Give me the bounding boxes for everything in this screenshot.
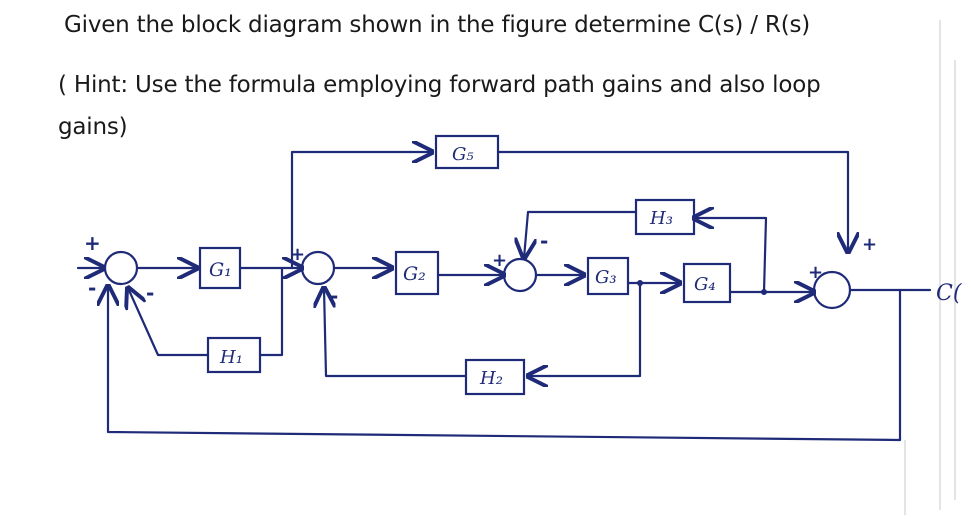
wire-g5-sj4	[496, 150, 848, 252]
sj1-plus-sign: +	[84, 231, 101, 255]
sj1-minus-left-sign: -	[88, 276, 96, 300]
summing-junction-1	[103, 250, 139, 286]
block-h3	[634, 198, 696, 236]
sj2-plus-sign: +	[290, 244, 305, 265]
block-g2	[394, 250, 440, 296]
wire-h2-node	[528, 281, 642, 376]
block-g3	[586, 256, 630, 296]
block-h2-label: H₂	[479, 368, 503, 389]
sj4-plus-left-sign: +	[808, 262, 823, 283]
question-line-3: gains)	[58, 114, 128, 140]
block-h3-label: H₃	[649, 208, 673, 229]
summing-junction-3	[502, 257, 538, 293]
wire-g5-node	[290, 152, 432, 270]
block-h1-label: H₁	[219, 347, 243, 368]
block-g4	[682, 262, 732, 304]
wire-h3-node	[694, 218, 768, 294]
block-g1-label: G₁	[209, 259, 232, 281]
wire-outer-feedback	[108, 286, 902, 442]
block-g2-label: G₂	[403, 263, 426, 285]
wire-h3-sj3	[524, 210, 638, 258]
block-g3-label: G₃	[595, 267, 617, 288]
wire-h1-sj1	[128, 288, 210, 357]
scan-noise	[904, 20, 956, 515]
sj2-minus-sign: -	[330, 284, 338, 308]
sj1-minus-bottom-sign: -	[146, 281, 154, 305]
question-line-2: ( Hint: Use the formula employing forwar…	[58, 72, 821, 98]
block-g4-label: G₄	[694, 274, 716, 295]
wire-h2-sj2	[324, 288, 468, 378]
sj3-plus-sign: +	[492, 250, 507, 271]
wire-h1-node	[258, 266, 284, 357]
sj4-plus-top-sign: +	[862, 234, 877, 255]
output-label: C(	[936, 281, 962, 306]
question-line-1: Given the block diagram shown in the fig…	[64, 12, 811, 38]
summing-junction-2	[300, 250, 336, 286]
block-g5-label: G₅	[452, 144, 474, 165]
sj3-minus-sign: -	[540, 229, 548, 253]
